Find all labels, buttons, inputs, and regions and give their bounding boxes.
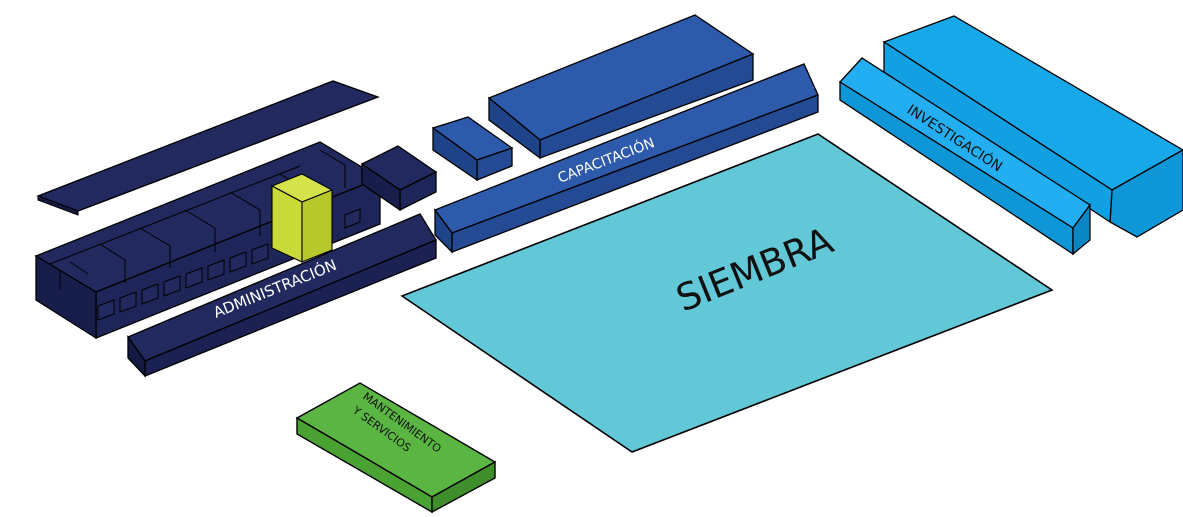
administracion-highlight-right — [301, 189, 333, 263]
capacitacion-long-gable — [434, 208, 453, 254]
mantenimiento-side — [431, 460, 496, 514]
administracion-annex-left — [361, 162, 401, 212]
siembra-zone: SIEMBRA — [400, 133, 1054, 453]
mantenimiento-building: MANTENIMIENTO Y SERVICIOS — [295, 382, 497, 514]
administracion-long-gable — [127, 334, 146, 378]
administracion-left-wall — [35, 254, 97, 340]
administracion-roof-slab-edge — [37, 195, 79, 216]
investigacion-long-gable — [1072, 203, 1091, 256]
administracion-zone: ADMINISTRACIÓN — [34, 80, 438, 378]
siembra-field — [400, 133, 1054, 453]
capacitacion-cube-left — [432, 126, 478, 182]
capacitacion-big-left — [488, 96, 541, 160]
capacitacion-zone: CAPACITACIÓN — [431, 14, 819, 254]
investigacion-zone: INVESTIGACIÓN — [838, 15, 1183, 256]
investigacion-large-left — [883, 40, 1113, 224]
administracion-windows — [97, 208, 361, 321]
